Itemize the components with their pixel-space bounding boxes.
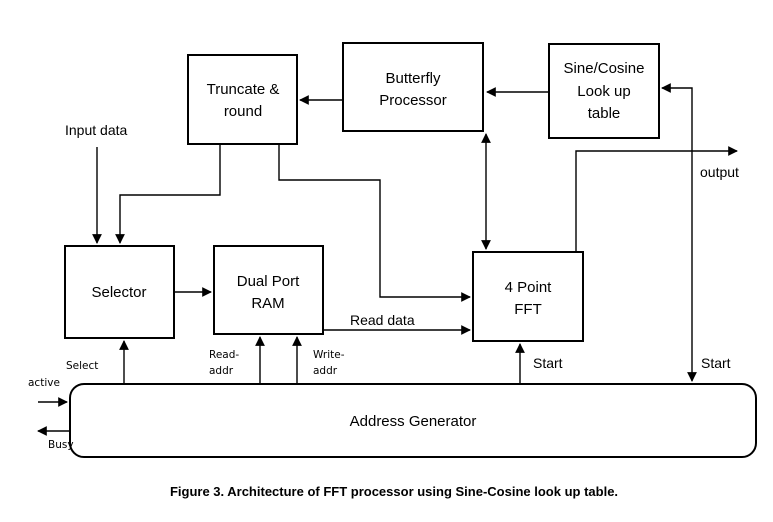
- figure-caption: Figure 3. Architecture of FFT processor …: [170, 484, 618, 499]
- busy-label: Busy: [48, 439, 74, 451]
- start-lut-label: Start: [701, 355, 731, 371]
- start-lut-arrow: [661, 83, 697, 382]
- sine-cosine-lut-block: [548, 43, 660, 139]
- active-label: active: [28, 377, 60, 389]
- input-data-label: Input data: [65, 122, 127, 138]
- dual-port-ram-block: [213, 245, 324, 335]
- write-addr-label-line2: addr: [313, 365, 338, 377]
- truncate-label-line1: Truncate &: [207, 81, 280, 98]
- addrgen-label: Address Generator: [350, 413, 477, 430]
- four-point-fft-block: [472, 251, 584, 342]
- sincos-label-line2: Look up: [577, 83, 630, 100]
- fft-label-line1: 4 Point: [505, 279, 553, 296]
- butterfly-label-line1: Butterfly: [385, 70, 441, 87]
- truncate-to-fft-arrow: [278, 144, 471, 302]
- truncate-label-line2: round: [224, 103, 262, 120]
- sincos-label-line1: Sine/Cosine: [564, 60, 645, 77]
- read-addr-label-line1: Read-: [209, 349, 239, 361]
- address-generator-block: [69, 383, 757, 458]
- selector-label: Selector: [91, 284, 146, 301]
- selector-block: [64, 245, 175, 339]
- write-addr-label-line1: Write-: [313, 349, 345, 361]
- select-label: Select: [66, 360, 98, 372]
- fft-label-line2: FFT: [514, 301, 542, 318]
- butterfly-processor-block: [342, 42, 484, 132]
- truncate-to-selector-arrow: [115, 144, 221, 244]
- dualport-label-line1: Dual Port: [237, 273, 300, 290]
- truncate-round-block: [187, 54, 298, 145]
- start-fft-label: Start: [533, 355, 563, 371]
- dualport-label-line2: RAM: [251, 295, 284, 312]
- read-addr-label-line2: addr: [209, 365, 234, 377]
- read-data-label: Read data: [350, 312, 415, 328]
- butterfly-label-line2: Processor: [379, 92, 447, 109]
- output-label: output: [700, 164, 739, 180]
- sincos-label-line3: table: [588, 105, 621, 122]
